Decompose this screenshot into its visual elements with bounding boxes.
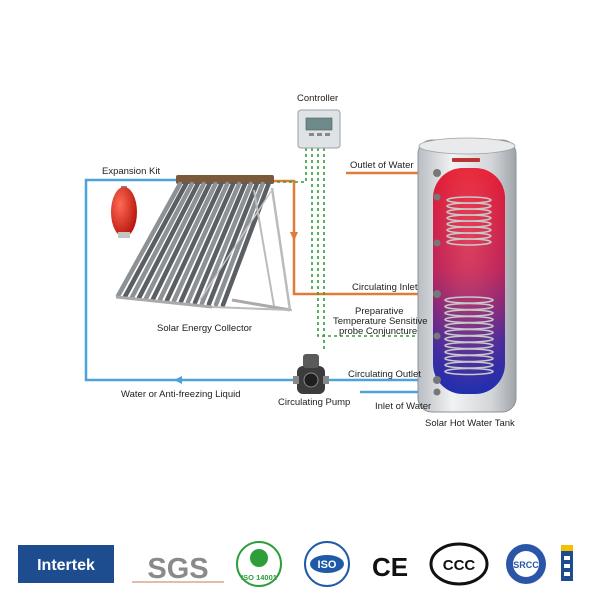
sgs-logo: SGS: [132, 553, 224, 585]
svg-text:ISO 14001: ISO 14001: [241, 573, 277, 582]
sensor-wires: [272, 148, 434, 350]
solar-energy-collector-label: Solar Energy Collector: [157, 323, 252, 334]
vacuum-tube: [136, 181, 200, 301]
circulating-outlet-label: Circulating Outlet: [348, 369, 421, 380]
vacuum-tube: [157, 181, 218, 302]
flow-arrow-left: [174, 376, 182, 384]
probe-label-line3: probe Conjuncture: [339, 326, 417, 337]
energy-star-logo-icon: [561, 545, 573, 581]
ccc-logo: CCC: [429, 542, 489, 586]
svg-text:SRCC: SRCC: [513, 560, 539, 570]
vacuum-tube: [185, 181, 242, 305]
svg-text:Intertek: Intertek: [37, 557, 95, 574]
heat-exchanger-coil: [446, 238, 492, 246]
svg-text:CCC: CCC: [443, 557, 476, 574]
circulating-pump-label: Circulating Pump: [278, 397, 350, 408]
inlet-of-water-label: Inlet of Water: [375, 401, 431, 412]
probe-label-line1: Preparative: [355, 306, 404, 317]
vacuum-tube: [171, 181, 230, 304]
ce-logo: CE: [372, 552, 408, 582]
water-tank-icon: [417, 137, 517, 413]
vacuum-tube: [129, 181, 195, 300]
svg-text:CE: CE: [372, 552, 408, 582]
circulating-inlet-label: Circulating Inlet: [352, 282, 418, 293]
iso9001-logo: ISO: [304, 541, 350, 587]
vacuum-tube: [150, 181, 212, 302]
svg-text:SGS: SGS: [147, 553, 208, 585]
solar-collector-icon: [115, 175, 293, 312]
expansion-tank-icon: [111, 186, 137, 238]
iso14001-logo: ISO 14001: [236, 541, 282, 587]
svg-text:ISO: ISO: [318, 559, 337, 571]
probe-label-line2: Temperature Sensitive: [333, 316, 428, 327]
vacuum-tube: [122, 181, 189, 299]
intertek-logo: Intertek: [18, 545, 114, 583]
outlet-of-water-label: Outlet of Water: [350, 160, 414, 171]
vacuum-tube: [178, 181, 236, 304]
vacuum-tube: [206, 181, 259, 307]
heat-exchanger-coil: [444, 367, 494, 376]
vacuum-tube: [192, 181, 248, 305]
flow-arrow-down: [290, 232, 298, 241]
srcc-logo: SRCC: [506, 544, 546, 584]
expansion-kit-label: Expansion Kit: [102, 166, 160, 177]
pump-icon: [293, 354, 329, 394]
controller-label: Controller: [297, 93, 338, 104]
vacuum-tube: [143, 181, 206, 301]
vacuum-tube: [164, 181, 224, 303]
vacuum-tube: [115, 181, 183, 299]
controller-icon: [297, 109, 341, 149]
solar-hot-water-tank-label: Solar Hot Water Tank: [425, 418, 515, 429]
vacuum-tube: [213, 181, 265, 307]
water-liquid-label: Water or Anti-freezing Liquid: [121, 389, 241, 400]
vacuum-tube: [220, 181, 271, 308]
